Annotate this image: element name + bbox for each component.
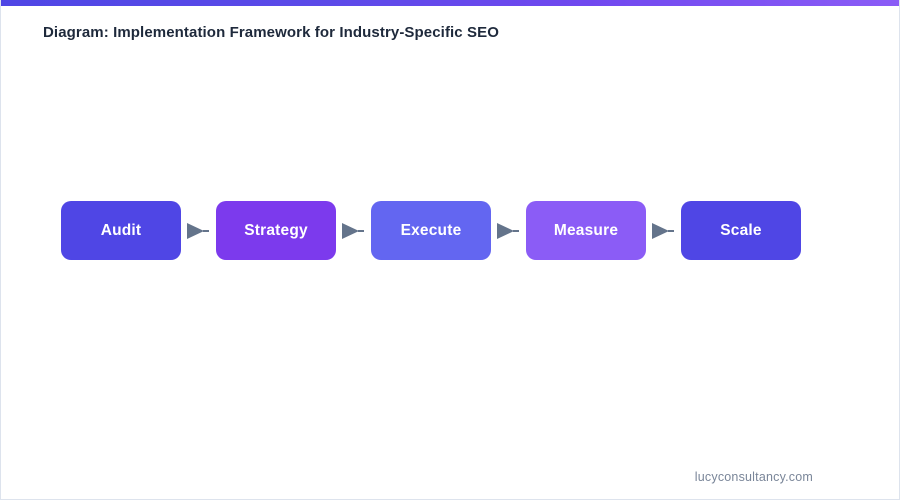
flow-node-strategy[interactable]: Strategy bbox=[216, 201, 336, 260]
flow-node-label: Audit bbox=[100, 221, 142, 239]
flow-node-label: Strategy bbox=[244, 221, 308, 239]
flow-node-audit[interactable]: Audit bbox=[61, 201, 181, 260]
footer-watermark: lucyconsultancy.com bbox=[694, 470, 813, 484]
process-flow-diagram: Audit Strategy Execute Measure Scale bbox=[61, 201, 801, 260]
flow-node-scale[interactable]: Scale bbox=[681, 201, 801, 260]
arrow-right-triangle-icon bbox=[646, 201, 681, 260]
flow-node-label: Scale bbox=[720, 221, 762, 239]
flow-node-label: Execute bbox=[400, 221, 462, 239]
flow-node-execute[interactable]: Execute bbox=[371, 201, 491, 260]
arrow-right-triangle-icon bbox=[491, 201, 526, 260]
arrow-right-triangle-icon bbox=[181, 201, 216, 260]
top-accent-gradient-bar bbox=[1, 0, 899, 6]
arrow-right-triangle-icon bbox=[336, 201, 371, 260]
flow-node-measure[interactable]: Measure bbox=[526, 201, 646, 260]
page-title: Diagram: Implementation Framework for In… bbox=[43, 24, 499, 41]
flow-node-label: Measure bbox=[553, 221, 619, 239]
